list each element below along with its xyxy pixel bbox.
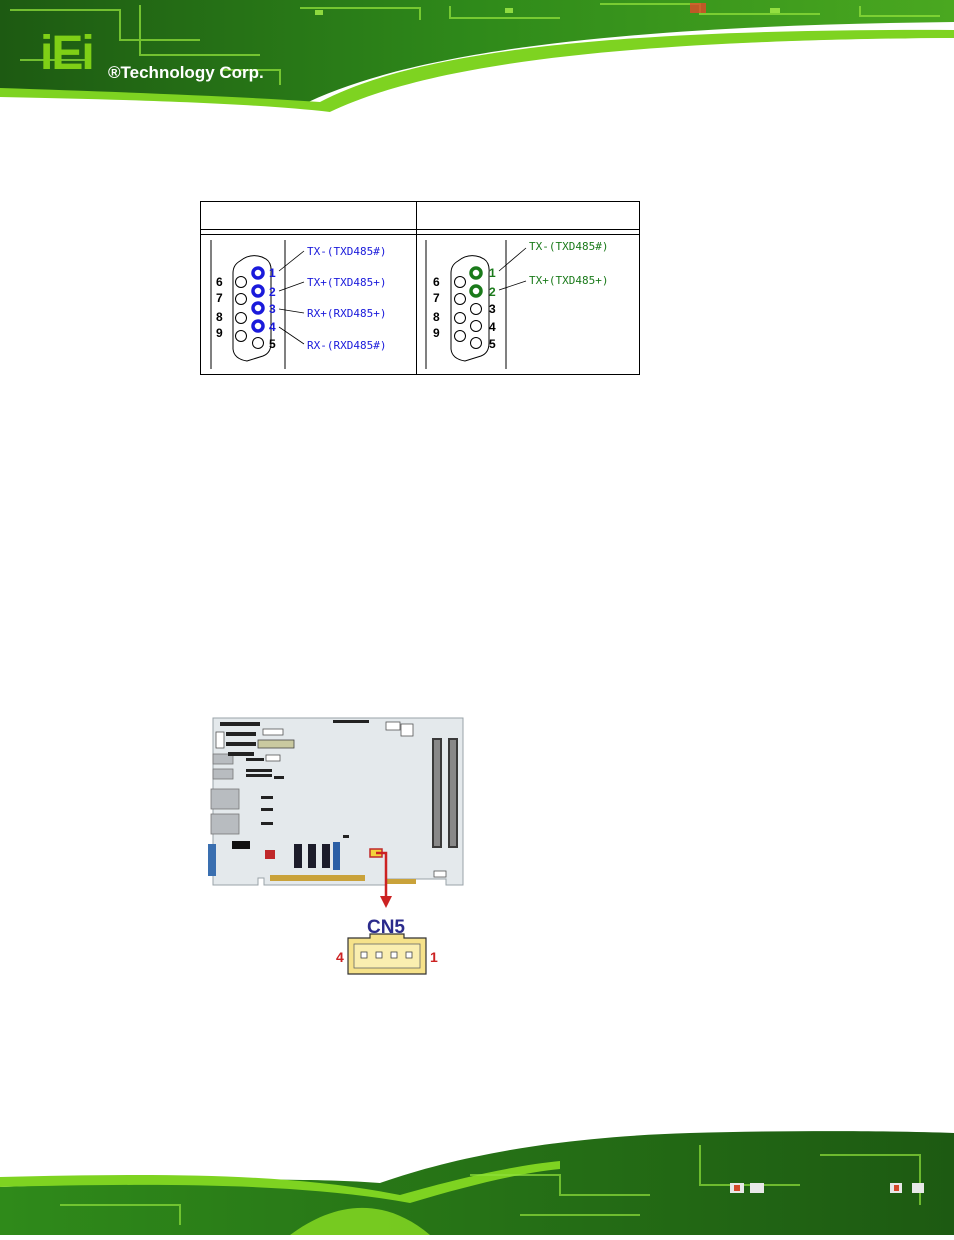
rs485-pin-3: 3: [489, 302, 496, 316]
logo-mark: iEi: [40, 27, 95, 80]
rs422-signal-tx-minus: TX-(TXD485#): [307, 245, 386, 258]
footer-circuit-banner: [0, 1131, 954, 1235]
rs422-pin-5: 5: [269, 337, 276, 351]
cn5-callout-arrow: [376, 851, 392, 908]
rs422-pin-6: 6: [216, 275, 223, 289]
page-footer: [0, 1125, 954, 1235]
page-header: iEi ®Technology Corp.: [0, 0, 954, 112]
rs422-signal-rx-plus: RX+(RXD485+): [307, 307, 386, 320]
rs485-pin-5: 5: [489, 337, 496, 351]
rs485-pin-8: 8: [433, 310, 440, 324]
rs485-connector-diagram: 6 7 8 9 1 2 3 4 5 TX-(TXD485#) TX+(TXD48…: [425, 240, 608, 369]
rs485-signal-tx-minus: TX-(TXD485#): [529, 240, 608, 253]
rs422-pin-2: 2: [269, 285, 276, 299]
rs485-signal-tx-plus: TX+(TXD485+): [529, 274, 608, 287]
rs485-pin-9: 9: [433, 326, 440, 340]
motherboard-illustration: [208, 717, 464, 886]
rs422-signal-rx-minus: RX-(RXD485#): [307, 339, 386, 352]
rs422-pin-7: 7: [216, 291, 223, 305]
rs422-pin-9: 9: [216, 326, 223, 340]
company-name: ®Technology Corp.: [108, 63, 264, 82]
rs422-pin-4: 4: [269, 320, 276, 334]
company-logo: iEi: [40, 27, 95, 80]
cn5-pin-4-label: 4: [336, 949, 344, 965]
rs422-rs485-pinout-table: 6 7 8 9 1 2 3 4 5 TX-(TXD485#) TX+(TXD48…: [200, 201, 640, 375]
rs485-pin-1: 1: [489, 266, 496, 280]
cn5-location-figure: CN5 4 1: [208, 717, 464, 975]
header-circuit-banner: [0, 0, 954, 112]
cn5-pin-1-label: 1: [430, 949, 438, 965]
rs485-pin-4: 4: [489, 320, 496, 334]
cn5-label: CN5: [367, 917, 405, 938]
rs422-signal-tx-plus: TX+(TXD485+): [307, 276, 386, 289]
rs485-pin-7: 7: [433, 291, 440, 305]
rs422-pin-3: 3: [269, 302, 276, 316]
rs422-connector-diagram: 6 7 8 9 1 2 3 4 5 TX-(TXD485#) TX+(TXD48…: [210, 240, 386, 369]
cn5-connector-drawing: [347, 933, 427, 975]
rs485-pin-6: 6: [433, 275, 440, 289]
rs485-pin-2: 2: [489, 285, 496, 299]
rs422-pin-1: 1: [269, 266, 276, 280]
rs422-pin-8: 8: [216, 310, 223, 324]
